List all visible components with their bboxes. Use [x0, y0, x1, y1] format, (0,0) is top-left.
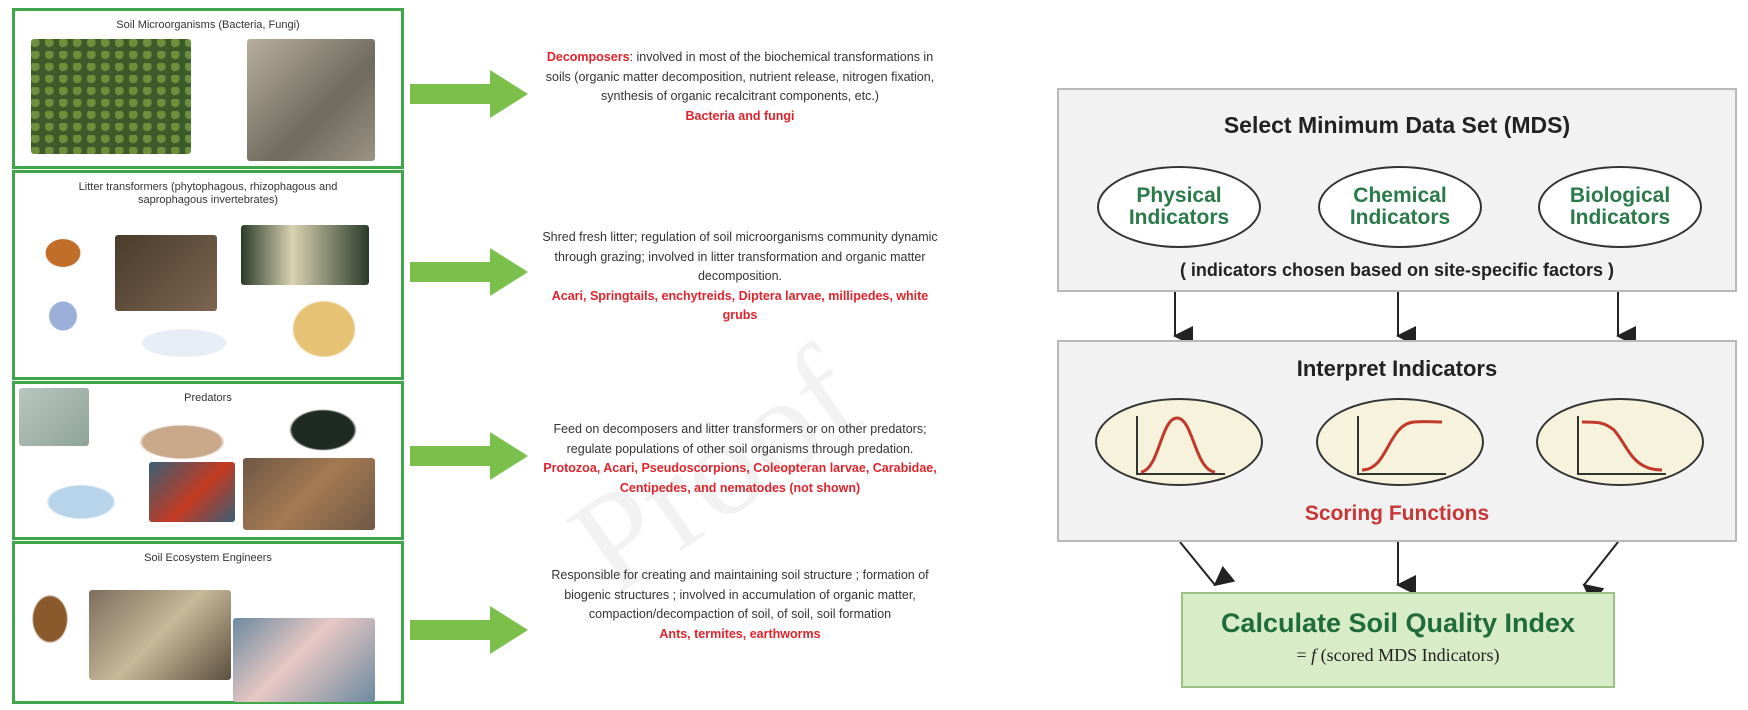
- formula-prefix: =: [1296, 645, 1312, 665]
- right-arrow-icon: [410, 606, 528, 654]
- bell-curve-icon: [1095, 398, 1263, 486]
- more-is-better-curve-icon: [1316, 398, 1484, 486]
- description-decomposers: Decomposers: involved in most of the bio…: [540, 48, 940, 126]
- beetle-larva-photo: [25, 474, 137, 530]
- protozoa-photo: [19, 388, 89, 446]
- group-title: Predators: [184, 392, 232, 404]
- red-mite-photo: [149, 462, 235, 522]
- role-description: : involved in most of the biochemical tr…: [545, 50, 935, 103]
- group-title: Soil Ecosystem Engineers: [144, 552, 272, 564]
- springtail-photo: [115, 235, 217, 311]
- bacteria-photo: [31, 39, 191, 154]
- earthworm-photo: [233, 618, 375, 702]
- termites-photo: [89, 590, 231, 680]
- scoring-functions-label: Scoring Functions: [1304, 502, 1490, 525]
- soil-quality-index-box: Calculate Soil Quality Index = f (scored…: [1181, 592, 1615, 688]
- mite-photo: [33, 229, 93, 277]
- mds-note: ( indicators chosen based on site-specif…: [1179, 260, 1615, 280]
- centipede-photo: [243, 458, 375, 530]
- indicator-label: Biological: [1569, 184, 1671, 207]
- description-ecosystem-engineers: Responsible for creating and maintaining…: [540, 566, 940, 644]
- indicator-label: Indicators: [1349, 206, 1451, 229]
- organism-list: Protozoa, Acari, Pseudoscorpions, Coleop…: [543, 461, 937, 495]
- group-title: Litter transformers (phytophagous, rhizo…: [78, 181, 338, 206]
- right-arrow-icon: [410, 70, 528, 118]
- organism-list: Acari, Springtails, enchytreids, Diptera…: [551, 288, 929, 323]
- interpret-title: Interpret Indicators: [1296, 356, 1498, 381]
- group-microorganisms: Soil Microorganisms (Bacteria, Fungi): [12, 8, 404, 169]
- formula-suffix: (scored MDS Indicators): [1316, 645, 1500, 665]
- indicator-label: Indicators: [1128, 206, 1230, 229]
- indicator-label: Chemical: [1353, 184, 1447, 207]
- indicator-label: Physical: [1136, 184, 1222, 207]
- role-description: Shred fresh litter; regulation of soil m…: [542, 230, 938, 283]
- formula-f: f: [1311, 645, 1317, 665]
- white-grub-photo: [277, 287, 371, 371]
- group-title: Soil Microorganisms (Bacteria, Fungi): [116, 19, 300, 31]
- beetle-photo: [271, 398, 375, 462]
- group-litter-transformers: Litter transformers (phytophagous, rhizo…: [12, 170, 404, 380]
- fungi-photo: [247, 39, 375, 161]
- mite-blue-photo: [39, 291, 87, 341]
- organism-list: Bacteria and fungi: [685, 108, 795, 123]
- right-arrow-icon: [410, 432, 528, 480]
- role-label: Decomposers: [546, 50, 630, 64]
- right-arrow-icon: [410, 248, 528, 296]
- description-predators: Feed on decomposers and litter transform…: [540, 420, 940, 498]
- group-predators: Predators: [12, 381, 404, 540]
- ant-photo: [21, 580, 79, 658]
- description-litter-transformers: Shred fresh litter; regulation of soil m…: [540, 228, 940, 326]
- interpret-box: Interpret Indicators Scoring Functions: [1057, 340, 1737, 542]
- group-ecosystem-engineers: Soil Ecosystem Engineers: [12, 541, 404, 704]
- less-is-better-curve-icon: [1536, 398, 1704, 486]
- organism-list: Ants, termites, earthworms: [659, 626, 821, 641]
- pseudoscorpion-photo: [113, 414, 251, 470]
- millipede-photo: [241, 225, 369, 285]
- indicator-label: Indicators: [1569, 206, 1671, 229]
- final-formula: = f (scored MDS Indicators): [1183, 645, 1613, 666]
- mds-title: Select Minimum Data Set (MDS): [1223, 112, 1571, 138]
- larva-photo: [123, 323, 245, 363]
- final-title: Calculate Soil Quality Index: [1220, 608, 1576, 638]
- role-description: Responsible for creating and maintaining…: [551, 568, 929, 621]
- role-description: Feed on decomposers and litter transform…: [553, 422, 927, 456]
